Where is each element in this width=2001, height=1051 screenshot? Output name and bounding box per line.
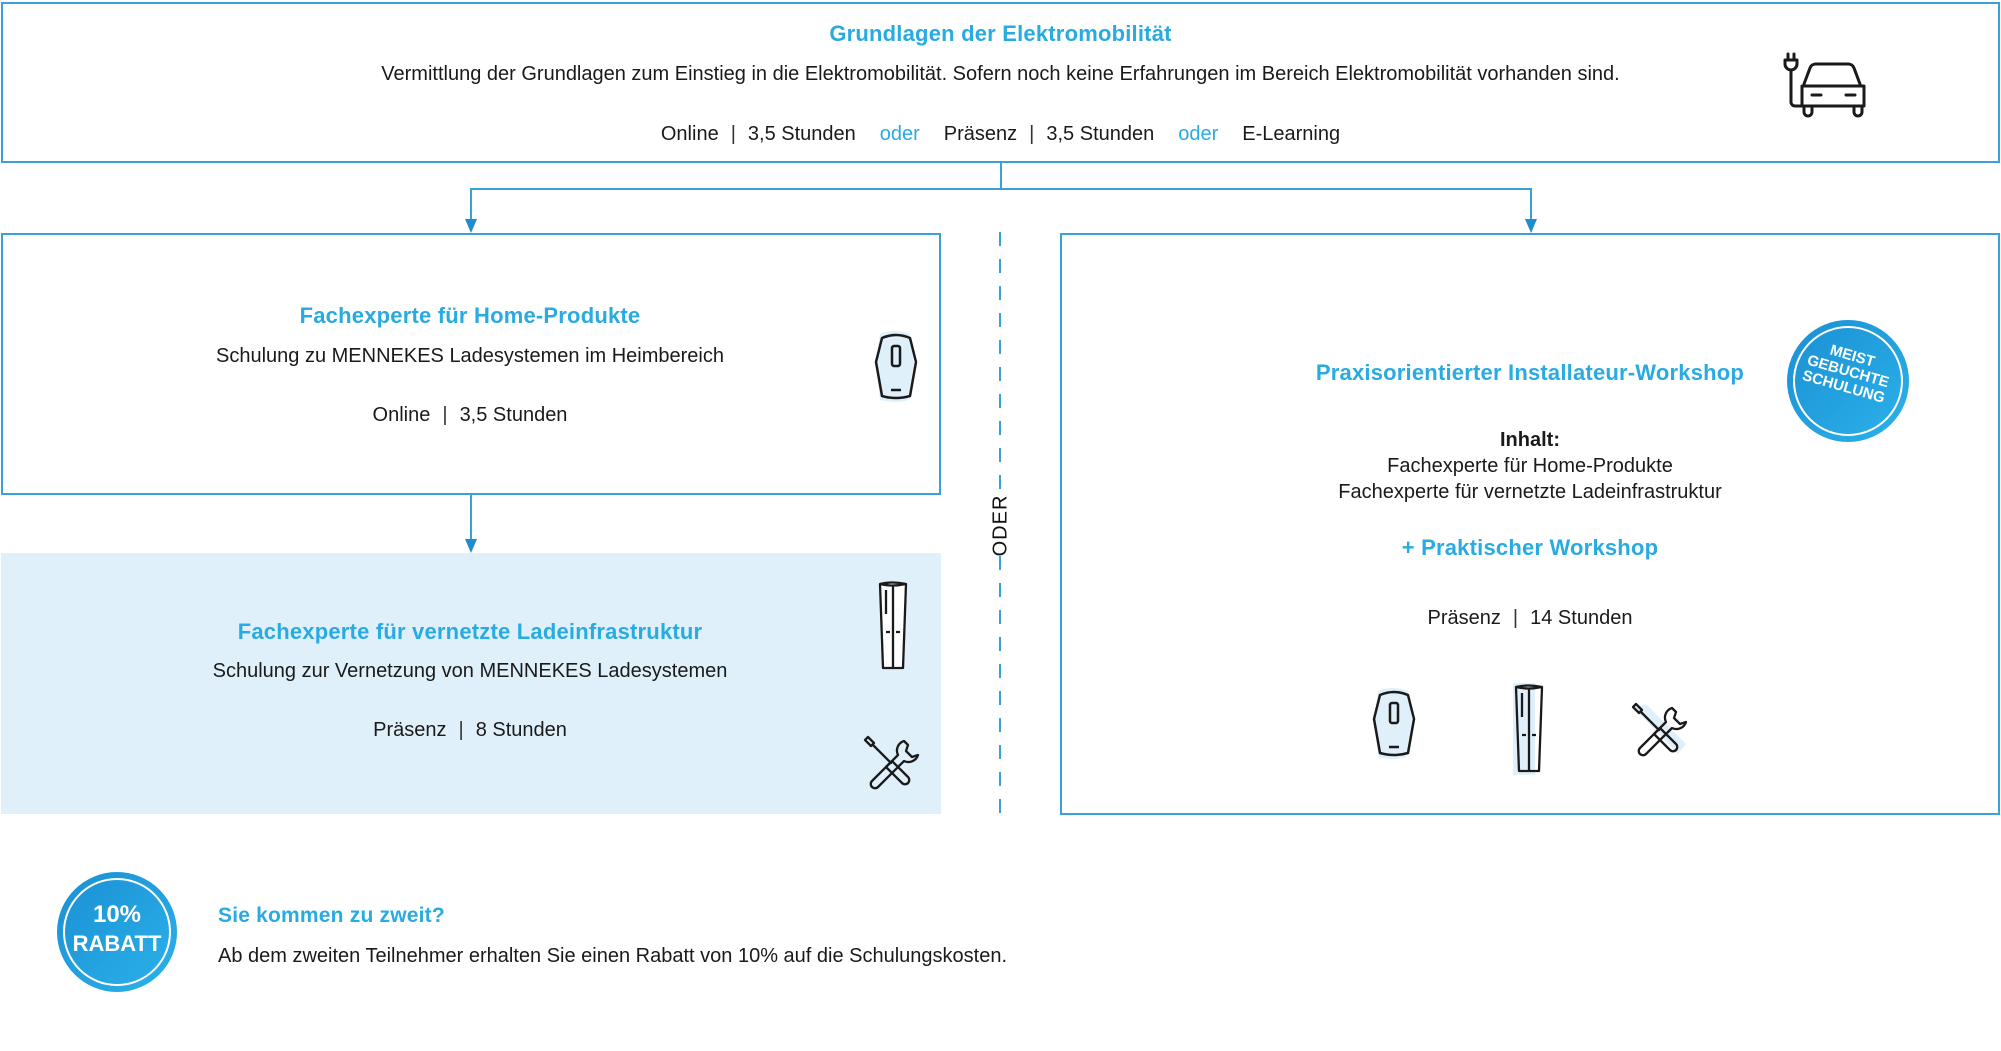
- format-duration: 3,5 Stunden: [1046, 123, 1155, 145]
- separator: |: [1512, 607, 1519, 629]
- format-mode: Präsenz: [373, 719, 447, 741]
- format-duration: 3,5 Stunden: [747, 123, 856, 145]
- tools-icon: [863, 735, 920, 790]
- charging-column-icon: [878, 581, 908, 670]
- arrow-down-icon: [1525, 219, 1537, 233]
- badge-ring: [63, 878, 171, 986]
- or-label: oder: [879, 123, 920, 145]
- home-products-description: Schulung zu MENNEKES Ladesystemen im Hei…: [216, 345, 724, 367]
- format-mode: Online: [660, 123, 719, 145]
- wallbox-icon: [874, 331, 918, 402]
- workshop-content-item: Fachexperte für vernetzte Ladeinfrastruk…: [1338, 481, 1722, 503]
- electric-car-icon: [1783, 52, 1866, 118]
- discount-badge: 10% RABATT: [57, 872, 177, 992]
- workshop-format: Präsenz | 14 Stunden: [1060, 607, 2000, 630]
- separator: |: [442, 404, 448, 426]
- most-booked-badge: MEIST GEBUCHTE SCHULUNG: [1787, 320, 1909, 442]
- network-course-format: Präsenz | 8 Stunden: [0, 719, 940, 742]
- wallbox-icon: [1372, 688, 1416, 759]
- discount-heading: Sie kommen zu zweit?: [218, 904, 445, 927]
- format-mode: Präsenz: [943, 123, 1018, 145]
- workshop-content-item: Fachexperte für Home-Produkte: [1387, 455, 1673, 477]
- workshop-extra: + Praktischer Workshop: [1401, 535, 1659, 560]
- connector-line: [470, 188, 1532, 190]
- connector-line: [470, 494, 472, 540]
- discount-badge-percent: 10%: [92, 901, 142, 928]
- charging-column-icon: [1513, 683, 1544, 775]
- separator: |: [458, 719, 464, 741]
- format-duration: 14 Stunden: [1530, 607, 1633, 629]
- arrow-down-icon: [465, 539, 477, 553]
- installer-workshop-box: [1060, 233, 2000, 815]
- tools-icon: [1631, 702, 1688, 757]
- arrow-down-icon: [465, 219, 477, 233]
- network-course-box: [1, 553, 941, 814]
- or-label: oder: [1178, 123, 1219, 145]
- format-duration: 3,5 Stunden: [459, 404, 568, 426]
- discount-text: Ab dem zweiten Teilnehmer erhalten Sie e…: [218, 945, 1008, 967]
- badge-ring: [1793, 326, 1903, 436]
- connector-line: [1530, 188, 1532, 222]
- connector-line: [1000, 162, 1002, 190]
- format-mode: E-Learning: [1242, 123, 1341, 145]
- separator: |: [730, 123, 736, 145]
- format-mode: Präsenz: [1427, 607, 1501, 629]
- home-products-format: Online | 3,5 Stunden: [0, 404, 940, 427]
- installer-workshop-title: Praxisorientierter Installateur-Workshop: [1315, 360, 1745, 385]
- workshop-content-label: Inhalt:: [1500, 429, 1560, 451]
- intro-course-title: Grundlagen der Elektromobilität: [829, 21, 1172, 46]
- network-course-title: Fachexperte für vernetzte Ladeinfrastruk…: [237, 619, 703, 644]
- separator: |: [1029, 123, 1035, 145]
- or-divider-label: ODER: [970, 494, 1032, 556]
- intro-course-description: Vermittlung der Grundlagen zum Einstieg …: [381, 63, 1620, 85]
- discount-badge-label: RABATT: [72, 931, 162, 956]
- format-mode: Online: [372, 404, 431, 426]
- home-products-title: Fachexperte für Home-Produkte: [299, 303, 641, 328]
- network-course-description: Schulung zur Vernetzung von MENNEKES Lad…: [212, 660, 728, 682]
- connector-line: [470, 188, 472, 222]
- intro-course-formats: Online | 3,5 Stunden oder Präsenz | 3,5 Stunde…: [0, 123, 2001, 146]
- format-duration: 8 Stunden: [475, 719, 567, 741]
